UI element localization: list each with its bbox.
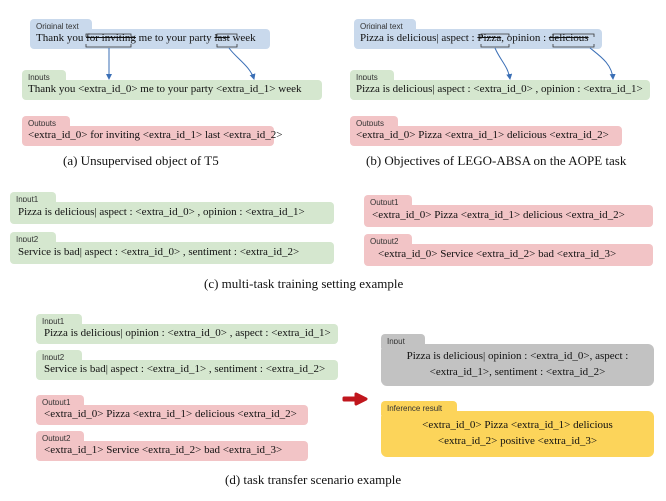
- mask-bracket: [552, 33, 595, 37]
- mask-bracket: [216, 44, 238, 48]
- input1-text: Pizza is delicious| aspect : <extra_id_0…: [18, 206, 305, 218]
- result-line-1: <extra_id_0> Pizza <extra_id_1> deliciou…: [422, 419, 613, 431]
- orig-word: Thank you: [36, 32, 84, 44]
- input2-text: Service is bad| aspect : <extra_id_0> , …: [18, 246, 300, 258]
- mask-bracket: [480, 44, 510, 48]
- original-text-box: [354, 29, 602, 49]
- input-line-1: Pizza is delicious| opinion : <extra_id_…: [406, 350, 629, 362]
- input-line-2: <extra_id_1>, sentiment : <extra_id_2>: [429, 366, 606, 378]
- output1-box: [364, 205, 653, 227]
- orig-word: me to your party: [138, 32, 212, 44]
- output1-box: [36, 405, 308, 425]
- output2-box: [36, 441, 308, 461]
- inputs-box: [22, 80, 322, 100]
- orig-word-masked: for inviting: [86, 32, 136, 44]
- outputs-box: [350, 126, 622, 146]
- caption-d: (d) task transfer scenario example: [225, 472, 402, 487]
- orig-word: week: [232, 32, 256, 44]
- mask-arrow: [589, 47, 616, 80]
- orig-word-masked: last: [214, 32, 230, 44]
- input1-box: [36, 324, 338, 344]
- inference-result-box: [381, 411, 654, 457]
- input-box: [381, 344, 654, 386]
- orig-word-masked: Pizza: [477, 32, 502, 44]
- original-text: Pizza is delicious| aspect : Pizza, opin…: [360, 32, 589, 44]
- mask-arrow: [228, 47, 256, 80]
- output1-text: <extra_id_0> Pizza <extra_id_1> deliciou…: [44, 408, 297, 420]
- mask-bracket: [552, 44, 595, 48]
- caption-c: (c) multi-task training setting example: [204, 276, 404, 291]
- mask-bracket: [216, 33, 238, 37]
- transfer-arrow: [342, 392, 368, 406]
- input1-text: Pizza is delicious| opinion : <extra_id_…: [44, 327, 331, 339]
- output2-text: <extra_id_0> Service <extra_id_2> bad <e…: [378, 248, 617, 260]
- inputs-box: [350, 80, 650, 100]
- orig-word: , opinion :: [501, 32, 549, 44]
- mask-bracket: [480, 33, 510, 37]
- inputs-text: Thank you <extra_id_0> me to your party …: [28, 83, 302, 95]
- caption-a: (a) Unsupervised object of T5: [63, 153, 219, 168]
- input2-text: Service is bad| aspect : <extra_id_1> , …: [44, 363, 326, 375]
- original-text: Thank you for inviting me to your party …: [36, 32, 256, 44]
- output2-text: <extra_id_1> Service <extra_id_2> bad <e…: [44, 444, 283, 456]
- mask-bracket: [85, 33, 132, 37]
- outputs-text: <extra_id_0> Pizza <extra_id_1> deliciou…: [356, 129, 609, 141]
- orig-word-masked: delicious: [548, 32, 589, 44]
- caption-b: (b) Objectives of LEGO-ABSA on the AOPE …: [366, 153, 627, 168]
- input2-box: [36, 360, 338, 380]
- mask-bracket: [85, 44, 132, 48]
- outputs-box: [22, 126, 274, 146]
- orig-word: Pizza is delicious| aspect :: [360, 32, 478, 44]
- result-line-2: <extra_id_2> positive <extra_id_3>: [437, 435, 598, 447]
- output1-text: <extra_id_0> Pizza <extra_id_1> deliciou…: [372, 209, 625, 221]
- input2-box: [10, 242, 334, 264]
- output2-box: [364, 244, 653, 266]
- inputs-text: Pizza is delicious| aspect : <extra_id_0…: [356, 83, 643, 95]
- input1-box: [10, 202, 334, 224]
- mask-arrow: [494, 47, 513, 80]
- outputs-text: <extra_id_0> for inviting <extra_id_1> l…: [28, 129, 283, 141]
